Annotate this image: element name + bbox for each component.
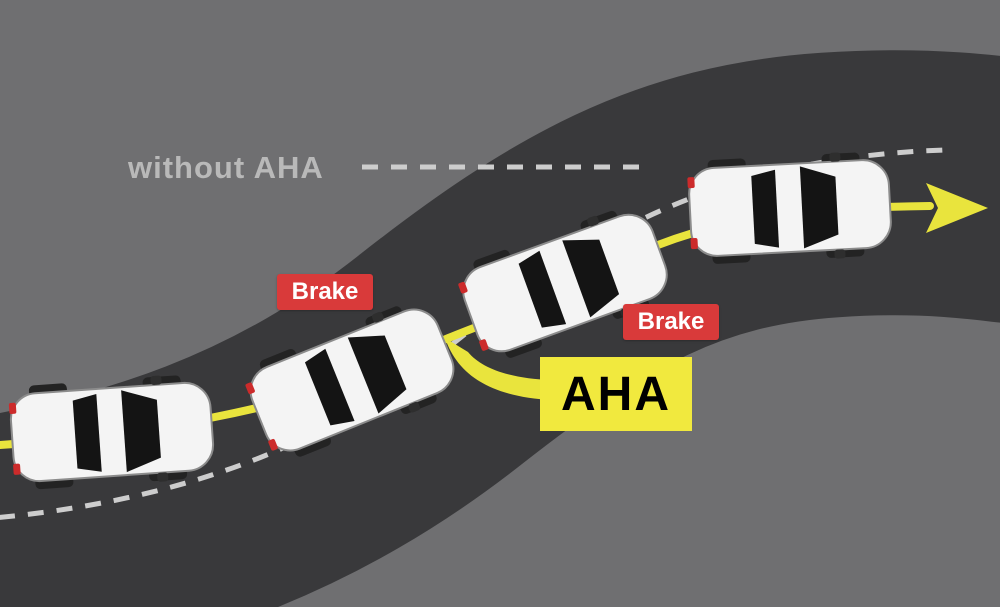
car-1 bbox=[6, 371, 217, 493]
aha-callout-pointer-icon bbox=[445, 338, 552, 400]
aha-badge: AHA bbox=[540, 357, 692, 431]
brake-badge-2: Brake bbox=[623, 304, 719, 340]
direction-arrow-icon bbox=[926, 183, 988, 233]
car-4 bbox=[685, 148, 894, 268]
brake-badge-1: Brake bbox=[277, 274, 373, 310]
without-aha-path bbox=[0, 147, 946, 520]
without-aha-label: without AHA bbox=[128, 150, 324, 185]
